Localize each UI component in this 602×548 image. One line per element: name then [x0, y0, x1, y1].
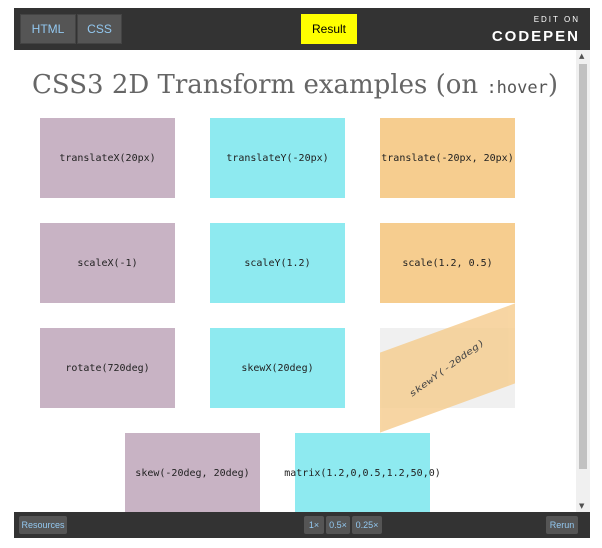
tab-result[interactable]: Result — [301, 14, 357, 44]
box-translatex[interactable]: translateX(20px) — [40, 118, 175, 198]
box-matrix[interactable]: matrix(1.2,0,0.5,1.2,50,0) — [284, 433, 441, 512]
tab-html[interactable]: HTML — [20, 14, 76, 44]
box-scale[interactable]: scale(1.2, 0.5) — [380, 223, 515, 303]
box-scalex[interactable]: scaleX(-1) — [40, 223, 175, 303]
zoom-1x-button[interactable]: 1× — [304, 516, 324, 534]
tab-css[interactable]: CSS — [77, 14, 122, 44]
box-scaley[interactable]: scaleY(1.2) — [210, 223, 345, 303]
box-skewx[interactable]: skewX(20deg) — [210, 328, 345, 408]
scroll-thumb[interactable] — [579, 64, 587, 469]
top-toolbar: HTML CSS Result EDIT ON CODEPEN — [14, 8, 590, 50]
codepen-embed: HTML CSS Result EDIT ON CODEPEN CSS3 2D … — [14, 8, 590, 538]
title-code: :hover — [486, 78, 548, 98]
box-translate[interactable]: translate(-20px, 20px) — [380, 118, 515, 198]
scrollbar[interactable]: ▲ ▼ — [576, 50, 590, 512]
title-text: CSS3 2D Transform examples (on — [31, 70, 487, 100]
box-skew[interactable]: skew(-20deg, 20deg) — [125, 433, 260, 512]
scroll-up-arrow-icon[interactable]: ▲ — [579, 52, 585, 60]
page-title: CSS3 2D Transform examples (on :hover) — [14, 70, 576, 100]
rerun-button[interactable]: Rerun — [546, 516, 578, 534]
codepen-link[interactable]: EDIT ON CODEPEN — [480, 15, 580, 45]
resources-button[interactable]: Resources — [19, 516, 67, 534]
bottom-toolbar: Resources 1× 0.5× 0.25× Rerun — [14, 512, 590, 538]
zoom-05x-button[interactable]: 0.5× — [326, 516, 350, 534]
box-skewy-label: skewY(-20deg) — [408, 336, 487, 400]
title-end: ) — [547, 70, 559, 100]
codepen-logo: CODEPEN — [491, 28, 580, 45]
box-skewy[interactable]: skewY(-20deg) — [380, 303, 515, 433]
box-rotate[interactable]: rotate(720deg) — [40, 328, 175, 408]
zoom-025x-button[interactable]: 0.25× — [352, 516, 382, 534]
result-pane: CSS3 2D Transform examples (on :hover) t… — [14, 50, 576, 512]
scroll-down-arrow-icon[interactable]: ▼ — [579, 502, 585, 510]
box-translatey[interactable]: translateY(-20px) — [210, 118, 345, 198]
edit-on-label: EDIT ON — [533, 15, 580, 24]
